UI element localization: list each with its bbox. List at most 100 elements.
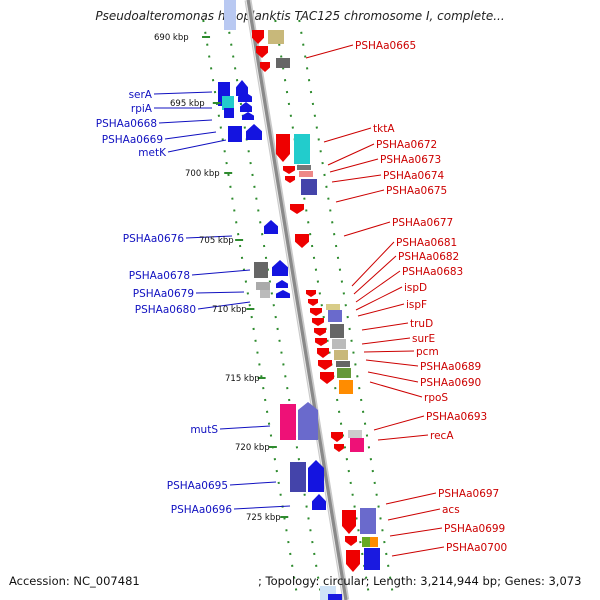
gene-label-right: recA bbox=[430, 430, 454, 442]
leader-line bbox=[153, 91, 213, 95]
gene-box bbox=[260, 290, 270, 298]
gene-arrow bbox=[315, 338, 327, 346]
leader-line bbox=[367, 371, 419, 383]
gene-arrow bbox=[342, 510, 356, 534]
leader-line bbox=[391, 546, 445, 557]
gene-arrow bbox=[320, 372, 334, 384]
gene-label-right: PSHAa0697 bbox=[438, 488, 499, 500]
gene-arrow bbox=[276, 280, 288, 288]
gene-box bbox=[330, 324, 344, 338]
gene-arrow bbox=[276, 290, 290, 298]
gene-label-left: PSHAa0678 bbox=[129, 270, 190, 282]
gene-label-right: surE bbox=[412, 333, 435, 345]
gene-arrow bbox=[317, 348, 329, 358]
leader-line bbox=[373, 415, 425, 431]
leader-line bbox=[197, 301, 251, 310]
leader-line bbox=[331, 174, 382, 183]
gene-label-right: PSHAa0673 bbox=[380, 154, 441, 166]
gene-arrow bbox=[276, 134, 290, 162]
leader-line bbox=[335, 189, 385, 203]
leader-line bbox=[353, 255, 397, 295]
backbone-line bbox=[246, 0, 348, 600]
gene-box bbox=[360, 508, 376, 534]
gene-label-left: PSHAa0679 bbox=[133, 288, 194, 300]
gene-arrow bbox=[246, 124, 262, 140]
gene-arrow bbox=[272, 260, 288, 276]
leader-line bbox=[361, 322, 409, 331]
gene-arrow bbox=[285, 176, 295, 183]
scale-label: 720 kbp bbox=[235, 443, 270, 453]
gene-arrow bbox=[331, 432, 343, 442]
gene-label-left: PSHAa0680 bbox=[135, 304, 196, 316]
track-guide-right-outer bbox=[298, 19, 395, 600]
gene-box bbox=[334, 350, 348, 360]
scale-label: 700 kbp bbox=[185, 169, 220, 179]
gene-arrow bbox=[312, 318, 324, 326]
topology-text: ; Topology: circular; Length: 3,214,944 … bbox=[258, 574, 582, 588]
gene-label-left: metK bbox=[138, 147, 167, 159]
gene-label-right: rpoS bbox=[424, 392, 448, 404]
backbone-highlight bbox=[245, 0, 345, 600]
gene-box bbox=[326, 304, 340, 310]
gene-label-right: PSHAa0672 bbox=[376, 139, 437, 151]
gene-box bbox=[339, 380, 353, 394]
gene-label-left: PSHAa0676 bbox=[123, 233, 185, 245]
gene-box bbox=[294, 134, 310, 164]
gene-arrow bbox=[314, 328, 326, 336]
gene-arrow bbox=[264, 220, 278, 234]
gene-features-layer bbox=[218, 0, 380, 600]
gene-arrow bbox=[256, 46, 268, 58]
gene-arrow bbox=[252, 30, 264, 44]
gene-arrow bbox=[298, 402, 318, 440]
gene-arrow bbox=[308, 299, 318, 306]
gene-box bbox=[332, 339, 346, 349]
leader-line bbox=[355, 286, 403, 311]
leader-line bbox=[351, 241, 395, 287]
gene-label-left: PSHAa0696 bbox=[171, 504, 233, 516]
gene-box bbox=[299, 171, 313, 177]
gene-box bbox=[364, 548, 380, 570]
gene-arrow bbox=[312, 494, 326, 510]
gene-label-right: PSHAa0683 bbox=[402, 266, 463, 278]
leader-line bbox=[164, 131, 217, 140]
gene-label-right: tktA bbox=[373, 123, 395, 135]
gene-arrow bbox=[318, 360, 332, 370]
gene-box bbox=[348, 430, 362, 438]
gene-label-left: rpiA bbox=[131, 103, 153, 115]
gene-arrow bbox=[238, 92, 252, 102]
gene-arrow bbox=[345, 536, 357, 546]
gene-box bbox=[276, 58, 290, 68]
leader-line bbox=[233, 505, 291, 510]
gene-label-right: PSHAa0682 bbox=[398, 251, 459, 263]
scale-label: 715 kbp bbox=[225, 374, 260, 384]
scale-label: 695 kbp bbox=[170, 99, 205, 109]
gene-label-left: mutS bbox=[190, 424, 218, 436]
gene-label-right: ispF bbox=[406, 299, 427, 311]
gene-box bbox=[222, 96, 234, 110]
gene-label-left: serA bbox=[129, 89, 153, 101]
track-guide-right-inner bbox=[274, 19, 371, 600]
gene-label-right: PSHAa0681 bbox=[396, 237, 457, 249]
gene-box bbox=[362, 537, 370, 547]
gene-box bbox=[280, 404, 296, 440]
gene-arrow bbox=[240, 102, 252, 112]
leader-line bbox=[327, 143, 375, 166]
leader-line bbox=[389, 527, 443, 537]
gene-box bbox=[350, 438, 364, 452]
leader-line bbox=[361, 337, 411, 345]
gene-label-right: PSHAa0675 bbox=[386, 185, 447, 197]
gene-label-right: pcm bbox=[416, 346, 439, 358]
gene-box bbox=[336, 361, 350, 367]
leader-line bbox=[357, 303, 405, 317]
leader-line bbox=[167, 139, 227, 153]
gene-box bbox=[297, 165, 311, 170]
gene-label-left: PSHAa0668 bbox=[96, 118, 157, 130]
scale-label: 710 kbp bbox=[212, 305, 247, 315]
gene-label-right: ispD bbox=[404, 282, 427, 294]
leader-line bbox=[369, 381, 423, 398]
gene-label-right: PSHAa0665 bbox=[355, 40, 416, 52]
gene-label-right: PSHAa0674 bbox=[383, 170, 445, 182]
gene-arrow bbox=[308, 460, 324, 492]
